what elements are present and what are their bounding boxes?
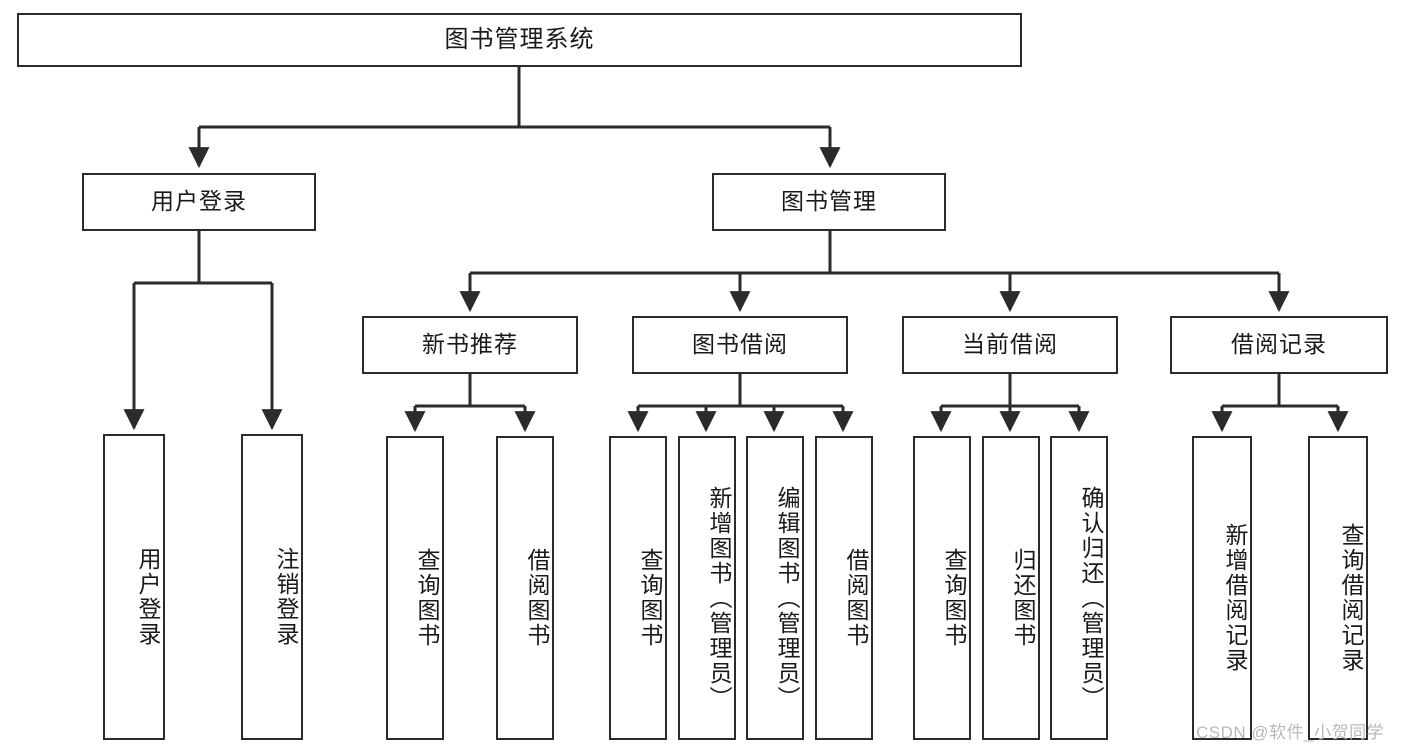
node-leaf-return-book[interactable]: 归还图书 — [982, 436, 1040, 740]
node-leaf-borrow-book-1[interactable]: 借阅图书 — [496, 436, 554, 740]
node-leaf-add-book[interactable]: 新增图书（管理员） — [678, 436, 736, 740]
node-borrow-record[interactable]: 借阅记录 — [1170, 316, 1388, 374]
csdn-watermark: CSDN @软件_小贺同学 — [1196, 723, 1385, 742]
node-leaf-query-book-2[interactable]: 查询图书 — [609, 436, 667, 740]
node-label: 用户登录 — [135, 547, 161, 647]
node-leaf-query-book-1[interactable]: 查询图书 — [386, 436, 444, 740]
node-label: 当前借阅 — [962, 331, 1058, 358]
node-leaf-query-record[interactable]: 查询借阅记录 — [1308, 436, 1368, 740]
node-label: 确认归还（管理员） — [1078, 485, 1104, 711]
node-current-borrow[interactable]: 当前借阅 — [902, 316, 1118, 374]
node-label: 编辑图书（管理员） — [774, 485, 800, 711]
node-label: 图书管理 — [781, 188, 877, 215]
node-leaf-borrow-book-2[interactable]: 借阅图书 — [815, 436, 873, 740]
node-label: 用户登录 — [151, 188, 247, 215]
node-leaf-confirm-return[interactable]: 确认归还（管理员） — [1050, 436, 1108, 740]
node-label: 图书管理系统 — [444, 25, 595, 53]
node-book-management[interactable]: 图书管理 — [712, 173, 946, 231]
node-leaf-add-record[interactable]: 新增借阅记录 — [1192, 436, 1252, 740]
node-label: 查询图书 — [941, 548, 967, 648]
node-user-login[interactable]: 用户登录 — [82, 173, 316, 231]
node-label: 新书推荐 — [422, 331, 518, 358]
node-label: 注销登录 — [273, 547, 299, 647]
node-label: 借阅图书 — [524, 548, 550, 648]
node-label: 查询图书 — [414, 548, 440, 648]
node-book-management-system[interactable]: 图书管理系统 — [17, 13, 1022, 67]
node-label: 借阅图书 — [843, 548, 869, 648]
node-new-book-recommend[interactable]: 新书推荐 — [362, 316, 578, 374]
node-leaf-query-book-3[interactable]: 查询图书 — [913, 436, 971, 740]
node-label: 查询借阅记录 — [1338, 523, 1364, 673]
node-leaf-edit-book[interactable]: 编辑图书（管理员） — [746, 436, 804, 740]
node-label: 新增图书（管理员） — [706, 485, 732, 711]
node-label: 归还图书 — [1010, 548, 1036, 648]
node-book-borrow[interactable]: 图书借阅 — [632, 316, 848, 374]
node-leaf-logout-login[interactable]: 注销登录 — [241, 434, 303, 740]
node-label: 借阅记录 — [1231, 331, 1327, 358]
node-leaf-user-login[interactable]: 用户登录 — [103, 434, 165, 740]
node-label: 图书借阅 — [692, 331, 788, 358]
node-label: 新增借阅记录 — [1222, 523, 1248, 673]
node-label: 查询图书 — [637, 548, 663, 648]
